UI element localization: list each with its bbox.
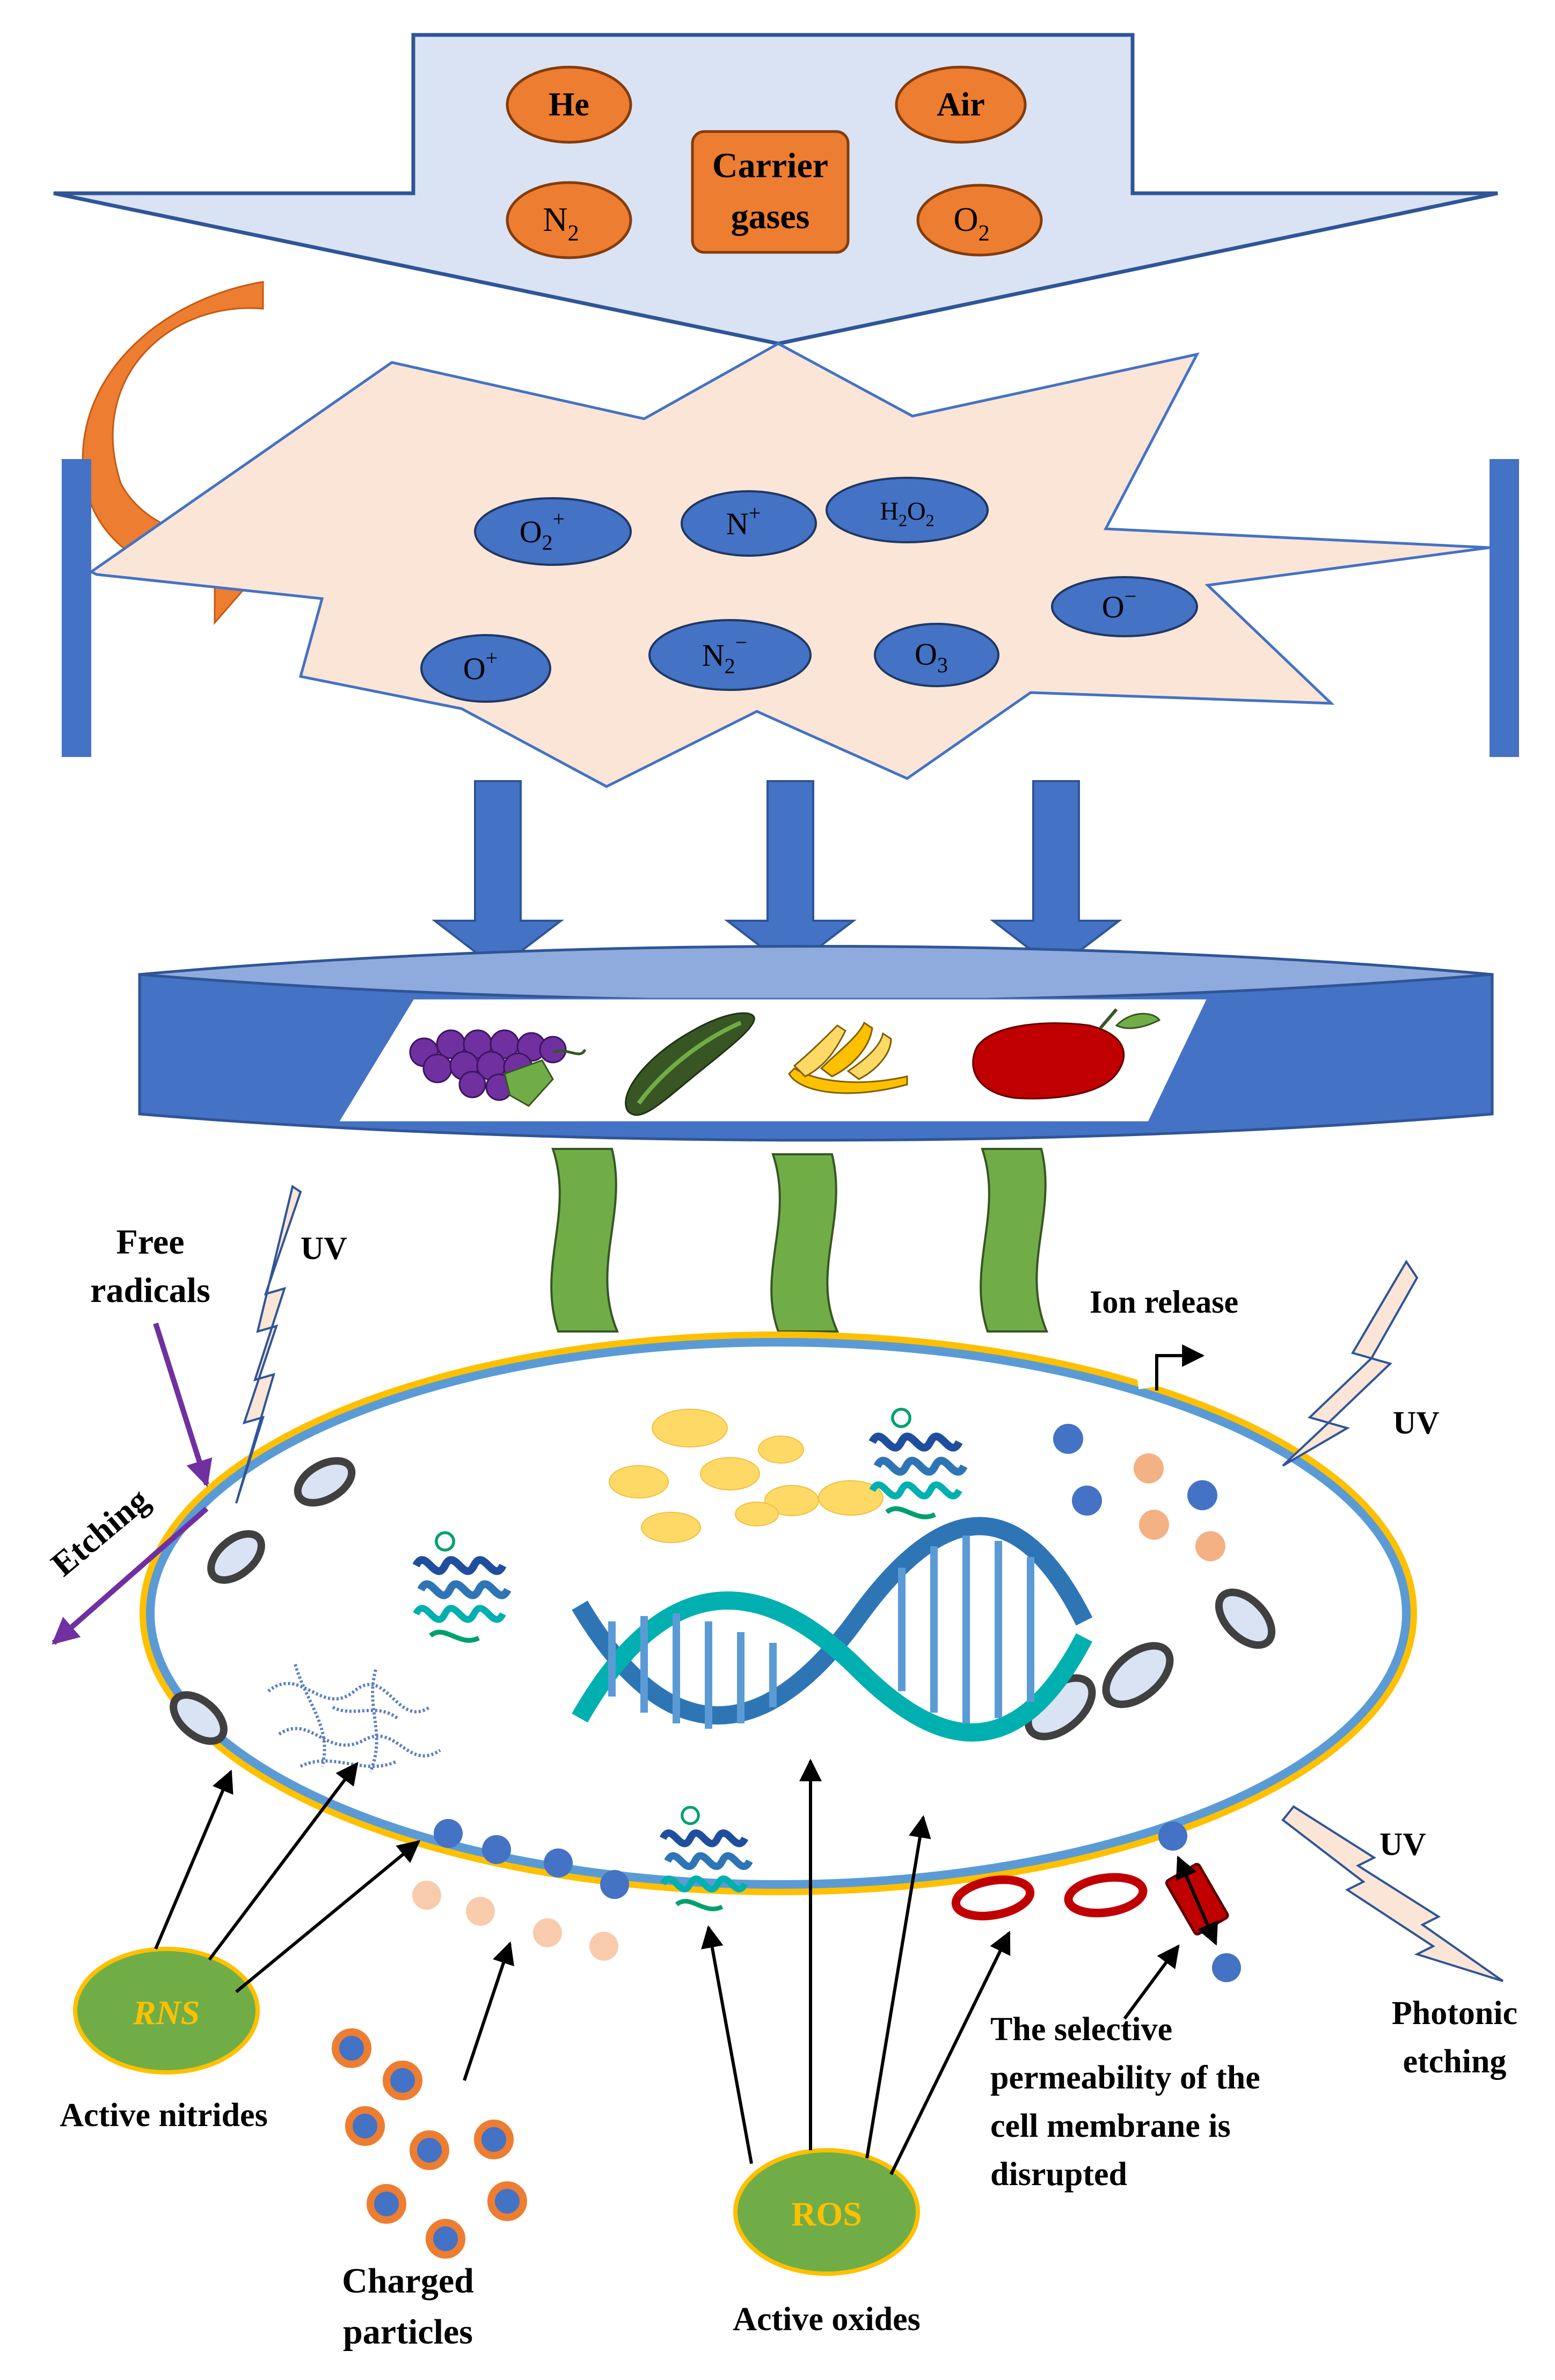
gas-he-label: He	[549, 86, 589, 123]
down-arrow-2	[724, 780, 857, 971]
wavy-bars	[550, 1148, 1048, 1333]
charged-particles-arrow	[463, 1941, 514, 2081]
lipid-droplets	[609, 1409, 884, 1543]
membrane-label-3: cell membrane is	[990, 2108, 1231, 2144]
uv-bolt-right-top	[1282, 1260, 1419, 1467]
free-radicals-label-1: Free	[116, 1222, 184, 1262]
membrane-label-2: permeability of the	[990, 2059, 1260, 2096]
rns-bubble: RNS	[73, 1947, 260, 2075]
uv-label-right-top: UV	[1393, 1405, 1440, 1440]
bananas-icon	[788, 1021, 908, 1094]
photonic-etching-label-1: Photonic	[1392, 1995, 1517, 2032]
gas-air: Air	[895, 65, 1027, 144]
electrode-right	[1490, 459, 1519, 757]
gas-air-label: Air	[937, 86, 985, 123]
charged-particles-label-2: particles	[343, 2312, 473, 2352]
cucumber-icon	[625, 1012, 755, 1116]
gas-n2: N2	[506, 181, 632, 259]
ros-label: ROS	[791, 2195, 862, 2233]
svg-text:H2O2: H2O2	[880, 497, 934, 530]
uv-bolt-right-bottom	[1281, 1805, 1504, 1982]
wavy-bar-3	[980, 1148, 1048, 1333]
damaged-organelles	[951, 1873, 1148, 1920]
ion-release-arrow	[1155, 1344, 1205, 1391]
plasma-burst	[89, 342, 1490, 788]
down-arrow-1	[432, 780, 564, 971]
charged-particles-label-1: Charged	[342, 2261, 474, 2301]
ros-bubble: ROS	[733, 2148, 920, 2276]
svg-text:N2−: N2−	[702, 630, 747, 678]
gas-he: He	[506, 65, 632, 144]
charged-particles-outside	[332, 2028, 527, 2259]
free-radicals-label-2: radicals	[90, 1271, 210, 1310]
gas-n2-label: N	[543, 200, 567, 238]
svg-text:O+: O+	[463, 646, 498, 686]
dna-icon	[572, 1517, 1093, 1742]
membrane-label-4: disrupted	[990, 2156, 1127, 2193]
carrier-label-line2: gases	[731, 197, 810, 236]
species-n2minus: N2−	[648, 619, 812, 691]
svg-text:O3: O3	[915, 637, 948, 677]
apple-icon	[972, 1008, 1161, 1100]
ion-particles-release	[1053, 1424, 1225, 1561]
photonic-etching-label-2: etching	[1403, 2043, 1507, 2080]
treatment-tray	[138, 945, 1494, 1142]
svg-text:N+: N+	[726, 501, 761, 541]
svg-text:O2+: O2+	[520, 507, 565, 555]
svg-text:O−: O−	[1102, 584, 1136, 624]
species-o2plus: O2+	[474, 497, 632, 566]
down-arrows	[432, 780, 1122, 971]
species-oplus: O+	[420, 634, 551, 703]
uv-label-left: UV	[301, 1231, 347, 1266]
svg-text:N2: N2	[543, 200, 579, 246]
species-h2o2: H2O2	[826, 477, 989, 543]
free-radicals-arrow	[153, 1322, 213, 1487]
gas-o2-label: O	[953, 200, 978, 238]
membrane-channel-icon	[1158, 1822, 1241, 1982]
grapes-icon	[409, 1029, 587, 1107]
wavy-bar-1	[550, 1148, 619, 1333]
rns-arrows	[154, 1762, 421, 1993]
membrane-disrupted-arrow	[1123, 1944, 1180, 2020]
species-o3: O3	[874, 623, 999, 687]
active-nitrides-label: Active nitrides	[60, 2097, 267, 2134]
wavy-bar-2	[770, 1153, 839, 1333]
svg-text:O2: O2	[953, 200, 989, 246]
charged-particles-inside	[412, 1819, 629, 1961]
membrane-label-1: The selective	[990, 2011, 1172, 2048]
etching-arrow	[52, 1506, 209, 1645]
ros-arrows	[701, 1758, 1011, 2175]
electrode-left	[62, 459, 91, 757]
carrier-gas-arrow: He Air N2 O2 Carrier gases	[53, 33, 1498, 346]
carrier-gases-box: Carrier gases	[691, 130, 850, 254]
species-nplus: N+	[681, 490, 817, 557]
gas-o2: O2	[916, 184, 1043, 257]
carrier-label-line1: Carrier	[712, 146, 828, 185]
ion-release-label: Ion release	[1090, 1284, 1238, 1320]
uv-bolt-left	[235, 1184, 302, 1504]
species-ominus: O−	[1051, 576, 1198, 637]
down-arrow-3	[990, 780, 1122, 971]
active-oxides-label: Active oxides	[733, 2301, 921, 2338]
rns-label: RNS	[133, 1993, 200, 2032]
uv-label-right-bottom: UV	[1379, 1826, 1426, 1862]
membrane-pores	[170, 1457, 1276, 1745]
